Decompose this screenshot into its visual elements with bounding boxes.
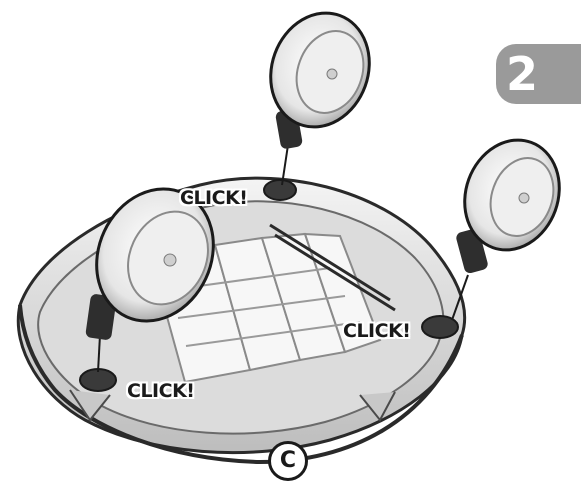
click-label-left: CLICK! [127, 380, 194, 402]
step-badge: 2 [496, 44, 581, 104]
part-letter: C [280, 450, 296, 472]
click-label-right: CLICK! [343, 320, 410, 342]
step-number: 2 [506, 51, 538, 97]
click-label-top: CLICK! [180, 187, 247, 209]
caster-wheel-top-icon [255, 0, 385, 185]
caster-wheel-right-icon [450, 127, 575, 320]
part-circle-icon: C [268, 441, 308, 481]
